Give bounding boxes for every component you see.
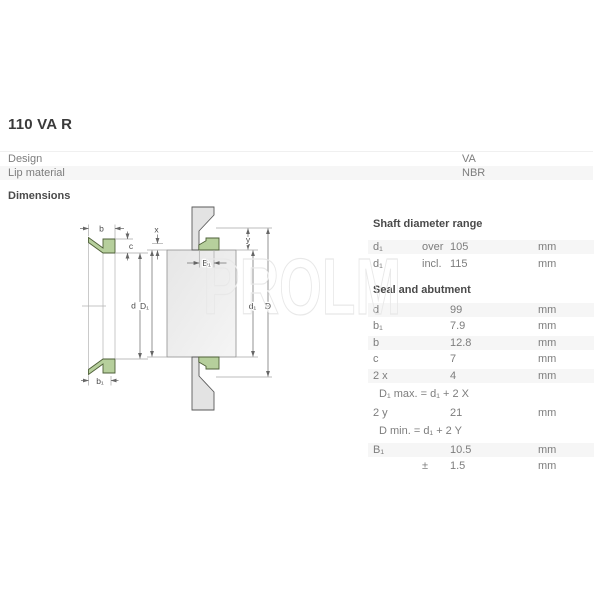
table-row: 2 y 21 mm (368, 406, 594, 420)
seal-cross-section-figure: b c d b₁ (80, 222, 148, 387)
dim-label-y: y (246, 235, 251, 245)
row-qualifier: ± (422, 460, 429, 472)
row-unit: mm (538, 320, 557, 332)
row-qualifier: over (422, 241, 444, 253)
row-value: 21 (450, 406, 463, 419)
table-row: b₁ 7.9 mm (368, 319, 594, 333)
dim-label-x: x (154, 225, 159, 235)
table-row: c 7 mm (368, 352, 594, 366)
seal-abutment-table: d 99 mm b₁ 7.9 mm b 12.8 mm (368, 302, 594, 474)
row-unit: mm (538, 353, 557, 365)
seal-profile-bottom (88, 358, 116, 376)
dim-label-c: c (129, 241, 134, 251)
row-label: 2 x (373, 369, 388, 382)
property-label: Design (8, 153, 43, 165)
abutment-wall-top (191, 206, 215, 251)
row-value: 10.5 (450, 443, 472, 456)
dim-label-b1: b₁ (96, 376, 104, 386)
table-row: d 99 mm (368, 302, 594, 317)
row-value: 115 (450, 257, 468, 270)
table-row: ± 1.5 mm (368, 459, 594, 473)
row-value: 4 (450, 369, 457, 382)
dim-label-B1: B₁ (202, 258, 211, 268)
row-label: B₁ (373, 443, 385, 456)
row-value: 7.9 (450, 320, 466, 332)
dim-label-d1: d₁ (249, 301, 257, 311)
row-label: d₁ (373, 241, 383, 253)
formula-row: D₁ max. = d₁ + 2 X (379, 388, 469, 400)
row-label: b₁ (373, 320, 383, 332)
property-value: VA (462, 153, 476, 165)
row-value: 105 (450, 241, 469, 253)
formula-row: D min. = d₁ + 2 Y (379, 425, 462, 437)
table-row: d₁ incl. 115 mm (368, 257, 594, 271)
row-unit: mm (538, 406, 557, 419)
page-title: 110 VA R (8, 116, 73, 133)
property-row: Lip material NBR (0, 166, 593, 180)
mounting-figure: x y B₁ D₁ d₁ D (139, 206, 272, 411)
dimensions-heading: Dimensions (8, 190, 71, 202)
shaft-diameter-range-heading: Shaft diameter range (373, 218, 483, 230)
property-label: Lip material (8, 167, 65, 179)
row-value: 12.8 (450, 336, 472, 349)
dim-label-b: b (99, 224, 104, 234)
row-value: 1.5 (450, 460, 466, 472)
row-value: 7 (450, 353, 457, 365)
row-unit: mm (538, 336, 557, 349)
row-qualifier: incl. (422, 257, 442, 270)
row-unit: mm (538, 303, 557, 316)
abutment-wall-bottom (191, 356, 215, 411)
row-unit: mm (538, 443, 557, 456)
table-row: B₁ 10.5 mm (368, 442, 594, 457)
mounted-seal-top (198, 237, 220, 251)
row-label: d (373, 303, 380, 316)
table-row: d₁ over 105 mm (368, 240, 594, 254)
seal-and-abutment-heading: Seal and abutment (373, 283, 471, 296)
row-unit: mm (538, 369, 557, 382)
seal-profile-top (88, 236, 116, 254)
shaft-diameter-table: d₁ over 105 mm d₁ incl. 115 mm (368, 240, 594, 271)
row-unit: mm (538, 257, 557, 270)
property-value: NBR (462, 167, 486, 179)
dimensions-column: Shaft diameter range d₁ over 105 mm d₁ i… (368, 218, 594, 476)
property-row: Design VA (0, 152, 593, 166)
row-unit: mm (538, 460, 557, 472)
mounted-seal-bottom (198, 356, 220, 370)
row-label: b (373, 336, 380, 349)
dim-label-D1: D₁ (140, 301, 149, 311)
row-label: c (373, 353, 379, 365)
dim-label-D: D (265, 301, 271, 311)
properties-table: Design VA Lip material NBR (0, 151, 593, 180)
row-value: 99 (450, 303, 463, 316)
table-row: b 12.8 mm (368, 335, 594, 350)
row-unit: mm (538, 241, 557, 253)
dim-label-d: d (131, 301, 136, 311)
shaft-section (166, 249, 237, 358)
table-row: 2 x 4 mm (368, 368, 594, 383)
row-label: d₁ (373, 257, 383, 270)
row-label: 2 y (373, 406, 388, 419)
